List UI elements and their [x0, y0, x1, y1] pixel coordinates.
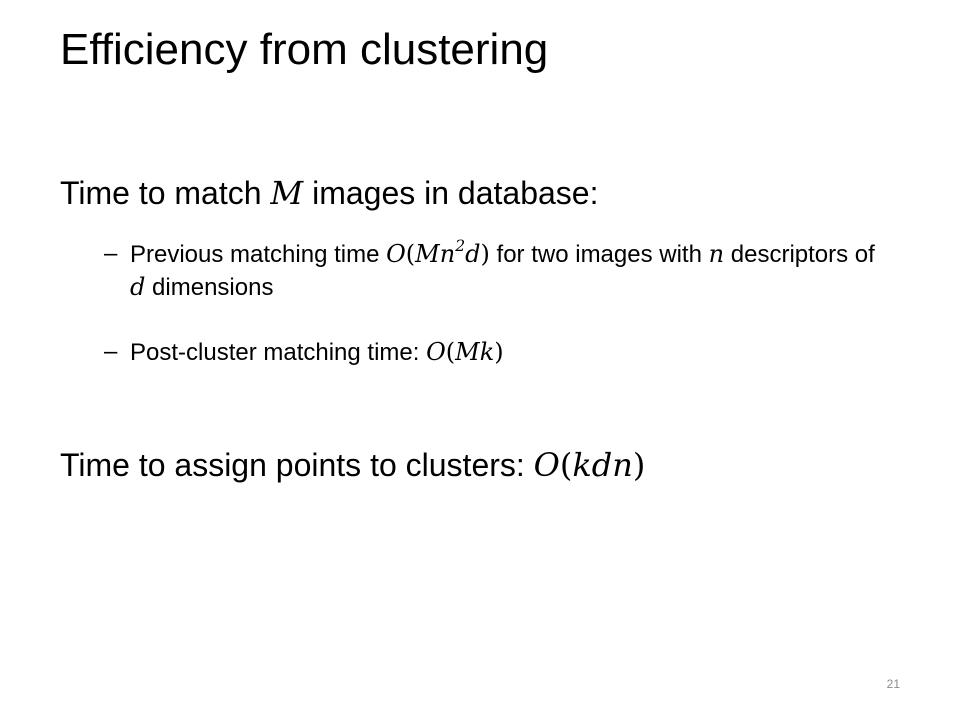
point-match-time: Time to match M images in database:: [60, 173, 598, 213]
point-assign-time: Time to assign points to clusters: O(kdn…: [60, 445, 645, 485]
bullet-previous-text-end: dimensions: [145, 274, 274, 301]
formula-close-paren: ): [494, 338, 504, 366]
bullet-previous-matching-text: Previous matching time O(Mn2d) for two i…: [130, 238, 890, 304]
bullet-post-cluster-text: Post-cluster matching time: O(Mk): [130, 336, 890, 369]
bullet-post-cluster-matching: – Post-cluster matching time: O(Mk): [104, 336, 890, 369]
formula-O: O: [386, 240, 406, 268]
formula-exponent: 2: [455, 237, 466, 256]
bullet-dash: –: [104, 338, 118, 365]
bullet-previous-text-mid: for two images with: [489, 241, 709, 268]
bullet-previous-text-mid2: descriptors of: [724, 241, 875, 268]
bullet-previous-text-before: Previous matching time: [130, 241, 387, 268]
variable-d: d: [130, 273, 146, 301]
formula-assign-complexity: O(kdn): [534, 446, 646, 484]
bullet-previous-matching: – Previous matching time O(Mn2d) for two…: [104, 238, 890, 304]
variable-M: M: [270, 174, 304, 212]
formula-previous-complexity: O(Mn2d): [386, 237, 490, 268]
formula-kdn: kdn: [572, 446, 633, 484]
bullet-dash: –: [104, 240, 118, 267]
formula-O: O: [426, 338, 446, 366]
formula-close-paren: ): [480, 240, 490, 268]
formula-Mk: Mk: [455, 338, 495, 366]
formula-d: d: [465, 240, 481, 268]
variable-n: n: [708, 240, 725, 268]
formula-post-cluster-complexity: O(Mk): [426, 338, 504, 366]
point-assign-text-before: Time to assign points to clusters:: [60, 447, 534, 483]
formula-open-paren: (: [405, 240, 416, 268]
formula-O: O: [533, 446, 560, 484]
formula-Mn: Mn: [415, 240, 456, 268]
formula-open-paren: (: [445, 338, 456, 366]
slide-number: 21: [886, 677, 900, 691]
slide-title: Efficiency from clustering: [60, 25, 549, 74]
point-match-time-text-before: Time to match: [60, 175, 271, 211]
point-match-time-text-after: images in database:: [303, 175, 599, 211]
formula-open-paren: (: [559, 446, 573, 484]
formula-close-paren: ): [632, 446, 646, 484]
bullet-post-cluster-text-before: Post-cluster matching time:: [130, 339, 427, 366]
